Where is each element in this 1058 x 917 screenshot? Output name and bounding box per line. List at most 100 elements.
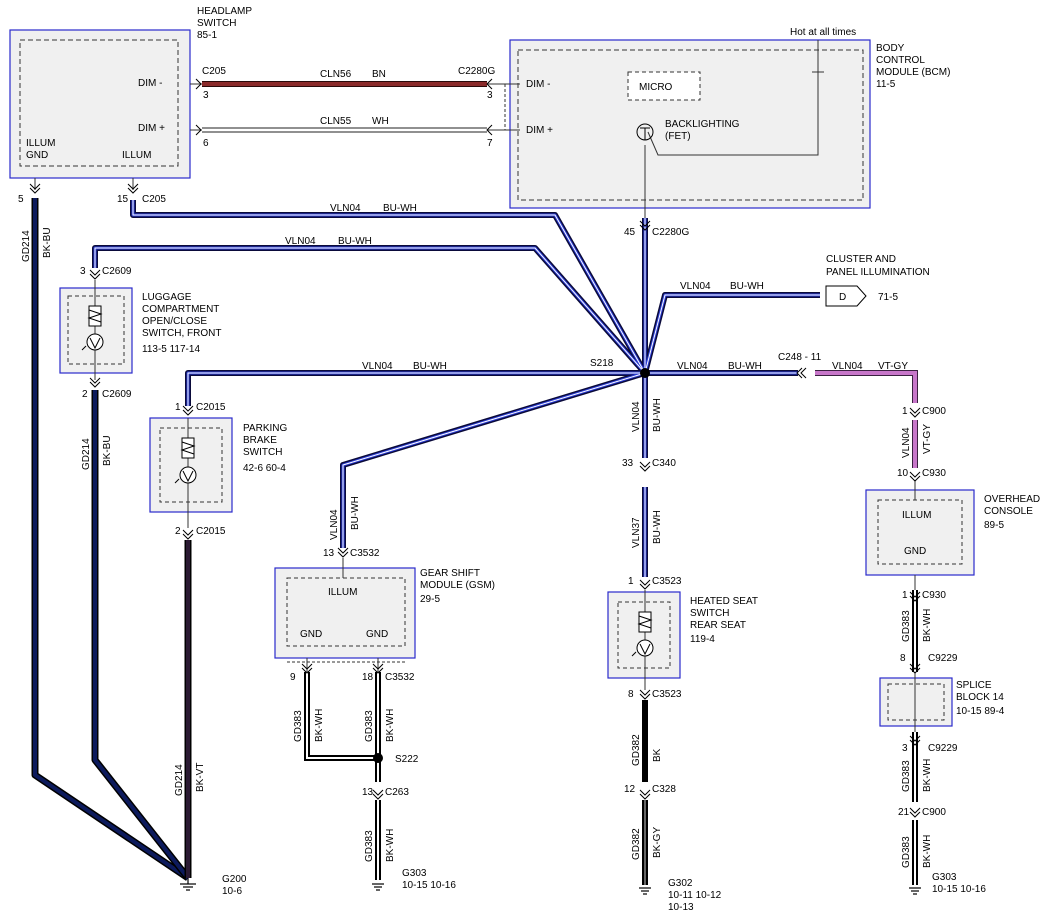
cluster-connector-d [825, 285, 867, 307]
cln56-color: BN [372, 69, 386, 80]
g303a-name: G303 [402, 868, 427, 879]
headlamp-illum-gnd-2: GND [26, 150, 48, 161]
splice-s218 [640, 368, 650, 378]
gsm-title-3: 29-5 [420, 594, 440, 605]
c930-pin-1: 1 [902, 590, 908, 601]
bkvt-vert: BK-VT [195, 763, 206, 792]
c3532-label-18: C3532 [385, 672, 415, 683]
vln04-color-1: BU-WH [383, 203, 417, 214]
headlamp-dim-minus: DIM - [138, 78, 162, 89]
c2280g-label-45: C2280G [652, 227, 689, 238]
gsm-title-2: MODULE (GSM) [420, 580, 495, 591]
heated-title-3: REAR SEAT [690, 620, 746, 631]
bk-vert: BK [652, 748, 663, 762]
c900-label-1: C900 [922, 406, 946, 417]
cluster-title-1: CLUSTER AND [826, 254, 896, 265]
gd383-vert-6: GD383 [901, 836, 912, 868]
c9229-pin-8: 8 [900, 653, 906, 664]
bkwh-vert-1: BK-WH [314, 709, 325, 742]
vln04-vert-center: VLN04 [631, 401, 642, 432]
vln04-label-4: VLN04 [680, 281, 711, 292]
gd383-vert-1: GD383 [293, 710, 304, 742]
gd214-vert-3: GD214 [174, 764, 185, 796]
overhead-console [865, 489, 975, 576]
overhead-title-1: OVERHEAD [984, 494, 1040, 505]
bkwh-vert-6: BK-WH [922, 835, 933, 868]
ground-icon [180, 878, 921, 895]
bcm-title-2: CONTROL [876, 55, 925, 66]
overhead-illum: ILLUM [902, 510, 931, 521]
lamp-switch-icon-heated-seat [631, 611, 654, 657]
headlamp-title-3: 85-1 [197, 30, 217, 41]
bkwh-vert-3: BK-WH [385, 829, 396, 862]
c205-pin-15: 15 [117, 194, 129, 205]
c3532-label-13: C3532 [350, 548, 380, 559]
c3532-pin-13: 13 [323, 548, 335, 559]
vln04-vert-overhead: VLN04 [901, 427, 912, 458]
connector-marks [29, 78, 921, 818]
c2015-label-2: C2015 [196, 526, 226, 537]
vtgy-vert-overhead: VT-GY [922, 424, 933, 454]
wire-vln04-vtgy [815, 370, 918, 468]
luggage-title-1: LUGGAGE [142, 292, 192, 303]
overhead-title-2: CONSOLE [984, 506, 1033, 517]
c205-label: C205 [202, 66, 226, 77]
c205-pin-6: 6 [203, 138, 209, 149]
lamp-switch-icon-parking [174, 437, 197, 484]
gsm-gnd-2: GND [366, 629, 388, 640]
bkbu-vert-1: BK-BU [42, 227, 53, 258]
c3523-pin-8: 8 [628, 689, 634, 700]
gd383-vert-5: GD383 [901, 760, 912, 792]
c263-label: C263 [385, 787, 409, 798]
bcm-hot-label: Hot at all times [790, 27, 856, 38]
vln04-vtgy-label: VLN04 [832, 361, 863, 372]
c263-pin-13: 13 [362, 787, 374, 798]
c3523-label-8: C3523 [652, 689, 682, 700]
parking-title-1: PARKING [243, 423, 287, 434]
g303a-ref: 10-15 10-16 [402, 880, 456, 891]
g302-name: G302 [668, 878, 693, 889]
cln55-circuit: CLN55 [320, 116, 352, 127]
luggage-switch [59, 287, 133, 374]
s218-label: S218 [590, 358, 614, 369]
parking-title-3: SWITCH [243, 447, 282, 458]
splice14-title-3: 10-15 89-4 [956, 706, 1005, 717]
c930-label-10: C930 [922, 468, 946, 479]
parking-brake-switch [149, 417, 233, 513]
c205-pin-5: 5 [18, 194, 24, 205]
luggage-title-4: SWITCH, FRONT [142, 328, 221, 339]
bkwh-vert-4: BK-WH [922, 609, 933, 642]
gsm-gnd-1: GND [300, 629, 322, 640]
bkbu-vert-2: BK-BU [102, 435, 113, 466]
vln37-vert: VLN37 [631, 517, 642, 548]
g302-ref-1: 10-11 10-12 [668, 890, 722, 901]
bkgy-vert: BK-GY [652, 827, 663, 858]
c2015-pin-2: 2 [175, 526, 181, 537]
c9229-label-3: C9229 [928, 743, 958, 754]
headlamp-title-1: HEADLAMP [197, 6, 252, 17]
g303b-ref: 10-15 10-16 [932, 884, 986, 895]
vln04-color-2: BU-WH [338, 236, 372, 247]
c3523-pin-1: 1 [628, 576, 634, 587]
c900-pin-1: 1 [902, 406, 908, 417]
c2609-pin-3: 3 [80, 266, 86, 277]
splice14-title-2: BLOCK 14 [956, 692, 1004, 703]
parking-title-4: 42-6 60-4 [243, 463, 286, 474]
c9229-label-8: C9229 [928, 653, 958, 664]
heated-title-4: 119-4 [690, 634, 715, 645]
c3523-label-1: C3523 [652, 576, 682, 587]
headlamp-switch [9, 29, 191, 179]
cluster-ref: 71-5 [878, 292, 898, 303]
c340-label: C340 [652, 458, 676, 469]
gd383-vert-3: GD383 [364, 830, 375, 862]
bcm-title-1: BODY [876, 43, 905, 54]
c930-label-1: C930 [922, 590, 946, 601]
c328-label: C328 [652, 784, 676, 795]
vln04-color-4: BU-WH [730, 281, 764, 292]
gd383-vert-4: GD383 [901, 610, 912, 642]
bkwh-vert-2: BK-WH [385, 709, 396, 742]
vln04-label-2: VLN04 [285, 236, 316, 247]
body-control-module [509, 39, 871, 209]
internal-leads [34, 83, 916, 732]
